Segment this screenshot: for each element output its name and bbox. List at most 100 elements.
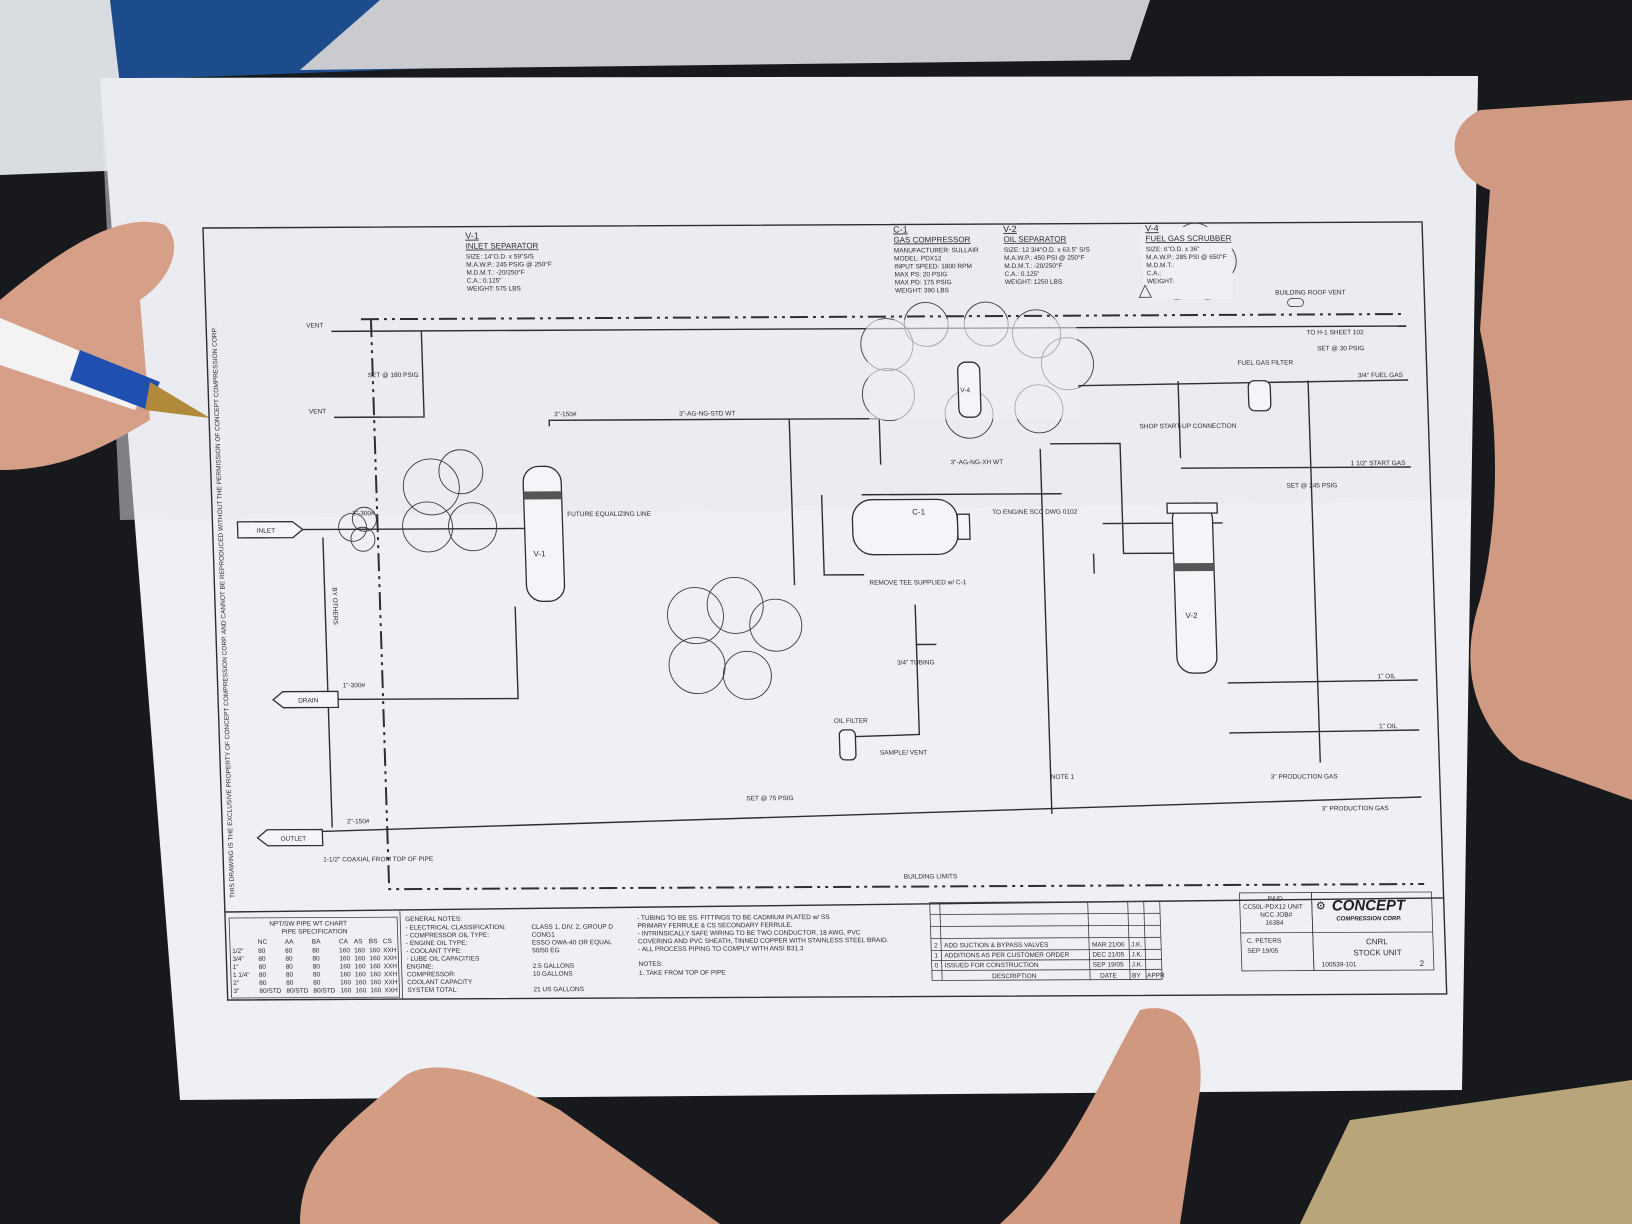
svg-text:1" OIL: 1" OIL [1379, 723, 1398, 730]
general-note-value: 21 US GALLONS [533, 986, 584, 993]
pipe-chart-column-header: NC [258, 939, 268, 946]
svg-text:M.D.M.T.: -20/250°F: M.D.M.T.: -20/250°F [466, 268, 524, 276]
general-note-key: - ENGINE OIL TYPE: [406, 940, 468, 947]
pipe-chart-cell: 160 [340, 971, 351, 978]
pipe-chart-cell: XXH [384, 987, 398, 994]
bottom-right-thumb [1000, 1008, 1201, 1224]
svg-text:CNRL: CNRL [1366, 937, 1389, 946]
general-note-line: COVERING AND PVC SHEATH, TINNED COPPER W… [638, 937, 889, 945]
building-limits-line [360, 312, 1425, 891]
inlet-connector[interactable]: INLET 2"-300# [236, 510, 376, 539]
svg-text:SIZE: 14"O.D. x 59"S/S: SIZE: 14"O.D. x 59"S/S [466, 253, 535, 260]
svg-text:C.A.: 0.125": C.A.: 0.125" [1005, 271, 1041, 278]
svg-text:FUEL GAS SCRUBBER: FUEL GAS SCRUBBER [1145, 234, 1231, 243]
svg-text:SHOP START-UP CONNECTION: SHOP START-UP CONNECTION [1139, 423, 1237, 430]
pipe-chart-cell: 160 [339, 947, 350, 954]
pipe-chart-cell: 160 [370, 987, 381, 994]
spec-v4: V-4 FUEL GAS SCRUBBER SIZE: 6"O.D. x 36"… [1138, 222, 1237, 300]
general-notes-more: - TUBING TO BE SS. FITTINGS TO BE CADMIU… [637, 914, 889, 953]
pipe-chart-cell: 80 [258, 948, 266, 955]
svg-text:DATE: DATE [1100, 973, 1118, 980]
vessel-v1: V-1 FUTURE EQUALIZING LINE [522, 465, 652, 603]
svg-text:COMPRESSION CORP.: COMPRESSION CORP. [1336, 916, 1401, 922]
general-note-key: SYSTEM TOTAL: [407, 987, 458, 994]
svg-text:M.D.M.T.: -20/250°F: M.D.M.T.: -20/250°F [1004, 262, 1062, 270]
pipe-chart-cell: 80/STD [286, 988, 309, 995]
svg-text:VENT: VENT [309, 408, 327, 415]
revision-no: 0 [935, 962, 939, 969]
building-limits-label: BUILDING LIMITS [904, 873, 958, 880]
pipe-chart-cell: 80 [286, 964, 294, 971]
svg-text:P&ID: P&ID [1268, 896, 1284, 903]
svg-text:NOTE 1: NOTE 1 [1051, 774, 1075, 781]
svg-text:V-4: V-4 [1145, 223, 1159, 233]
svg-text:TO ENGINE SCC DWG 0102: TO ENGINE SCC DWG 0102 [992, 509, 1078, 516]
svg-text:NPT/SW PIPE WT CHART: NPT/SW PIPE WT CHART [269, 920, 347, 927]
pipe-chart-row-size: 1" [233, 964, 240, 971]
oil-filter: OIL FILTER SAMPLE/ VENT [834, 718, 928, 761]
svg-text:PIPE SPECIFICATION: PIPE SPECIFICATION [281, 928, 347, 935]
svg-text:1 1/2" START GAS: 1 1/2" START GAS [1351, 460, 1407, 467]
svg-text:MANUFACTURER: SULLAIR: MANUFACTURER: SULLAIR [894, 247, 979, 254]
svg-text:SAMPLE/ VENT: SAMPLE/ VENT [880, 749, 928, 756]
svg-text:M.A.W.P.: 245 PSIG @ 250°F: M.A.W.P.: 245 PSIG @ 250°F [466, 260, 552, 268]
pipe-chart-cell: 160 [370, 963, 381, 970]
drain-connector[interactable]: DRAIN 1"-300# [272, 682, 367, 709]
pipe-chart-cell: 160 [355, 979, 366, 986]
pipe-chart-column-header: AS [354, 938, 364, 945]
roof-vent-icon [1287, 298, 1304, 307]
pipe-chart-cell: 160 [355, 987, 366, 994]
general-note-key: COMPRESSOR: [407, 971, 456, 978]
revision-date: DEC 21/05 [1092, 952, 1124, 959]
spec-v1: V-1 INLET SEPARATOR SIZE: 14"O.D. x 59"S… [465, 231, 552, 293]
revision-desc: ADDITIONS AS PER CUSTOMER ORDER [944, 952, 1069, 960]
revision-desc: ADD SUCTION & BYPASS VALVES [944, 942, 1049, 950]
pipe-chart-cell: 80/STD [313, 987, 336, 994]
svg-text:WEIGHT:: WEIGHT: [1147, 278, 1174, 285]
notes: NOTES: 1. TAKE FROM TOP OF PIPE [639, 961, 727, 977]
svg-text:WEIGHT: 575 LBS: WEIGHT: 575 LBS [467, 285, 522, 292]
svg-text:V-1: V-1 [533, 549, 546, 558]
pipe-chart-cell: XXH [384, 979, 398, 986]
pipe-chart-cell: 80 [259, 980, 267, 987]
general-note-value: 10 GALLONS [533, 971, 574, 978]
svg-text:INLET SEPARATOR: INLET SEPARATOR [465, 241, 538, 250]
svg-text:3"-150#: 3"-150# [554, 411, 577, 418]
pipe-chart-cell: 160 [355, 963, 366, 970]
svg-text:M.D.M.T.:: M.D.M.T.: [1146, 262, 1174, 269]
revision-desc: ISSUED FOR CONSTRUCTION [945, 962, 1039, 969]
revision-by: J.K. [1132, 961, 1144, 968]
pipe-chart-cell: 160 [339, 955, 350, 962]
svg-text:VENT: VENT [306, 322, 324, 329]
svg-text:SET @ 180 PSIG: SET @ 180 PSIG [368, 372, 419, 379]
outlet-connector[interactable]: OUTLET 2"-150# 1-1/2" COAXIAL FROM TOP O… [256, 818, 434, 864]
svg-text:APPR: APPR [1147, 972, 1165, 979]
svg-text:3" PRODUCTION GAS: 3" PRODUCTION GAS [1271, 773, 1339, 780]
svg-text:16384: 16384 [1265, 920, 1284, 927]
general-note-value: 2.5 GALLONS [533, 963, 575, 970]
pipe-chart-cell: 160 [340, 963, 351, 970]
pipe-chart-column-header: BA [312, 939, 322, 946]
background-paper [0, 0, 130, 175]
revision-no: 1 [934, 952, 938, 959]
paper-underneath [300, 0, 1150, 70]
svg-text:2"-300#: 2"-300# [352, 510, 375, 517]
svg-text:SIZE: 12 3/4"O.D. x 63.5" S/S: SIZE: 12 3/4"O.D. x 63.5" S/S [1004, 247, 1091, 254]
svg-text:MAX PS: 20 PSIG: MAX PS: 20 PSIG [895, 271, 948, 278]
pipe-chart-column-header: CA [339, 938, 349, 945]
pipe-chart-cell: 80 [313, 980, 321, 987]
pipe-chart-cell: 80 [286, 980, 294, 987]
pipe-chart-cell: 80 [258, 956, 266, 963]
general-note-key: - COMPRESSOR OIL TYPE: [406, 932, 490, 939]
pipe-chart-cell: 80 [285, 948, 293, 955]
svg-text:1. TAKE FROM TOP OF PIPE: 1. TAKE FROM TOP OF PIPE [639, 970, 727, 977]
svg-text:INLET: INLET [257, 528, 276, 535]
pipe-chart-column-header: AA [285, 939, 295, 946]
general-note-key: - ELECTRICAL CLASSIFICATION: [405, 924, 506, 932]
svg-text:C-1: C-1 [912, 507, 926, 516]
svg-text:GAS COMPRESSOR: GAS COMPRESSOR [893, 235, 970, 244]
spec-c1: C-1 GAS COMPRESSOR MANUFACTURER: SULLAIR… [893, 224, 979, 294]
svg-text:BUILDING ROOF VENT: BUILDING ROOF VENT [1275, 289, 1346, 296]
